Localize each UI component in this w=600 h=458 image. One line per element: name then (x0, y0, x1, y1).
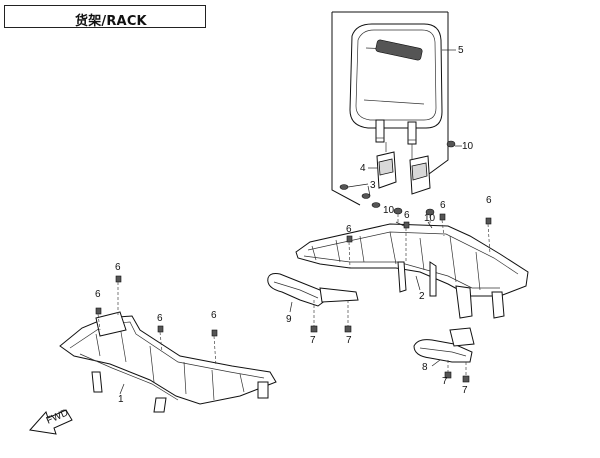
callout-6h: 6 (211, 310, 217, 321)
callout-7b: 7 (346, 335, 352, 346)
callout-6e: 6 (115, 262, 121, 273)
diagram-title: 货架/RACK (75, 14, 147, 29)
backrest-pad (349, 23, 443, 145)
front-rack-fasteners (95, 275, 218, 367)
callout-6a: 6 (404, 210, 410, 221)
front-rack (59, 311, 277, 413)
callout-5: 5 (458, 45, 464, 56)
callout-6c: 6 (486, 195, 492, 206)
callout-6g: 6 (157, 313, 163, 324)
callout-1: 1 (118, 394, 124, 405)
bolts-part-3 (339, 183, 381, 208)
callout-4: 4 (360, 163, 366, 174)
title-box: 货架/RACK (4, 5, 206, 29)
fwd-arrow: FWD (29, 407, 73, 435)
callout-7d: 7 (462, 385, 468, 396)
callout-10b: 10 (383, 205, 395, 216)
nuts-part-10 (393, 140, 456, 238)
callout-7c: 7 (442, 376, 448, 387)
callout-6f: 6 (95, 289, 101, 300)
callout-9: 9 (286, 314, 292, 325)
callout-3: 3 (370, 180, 376, 191)
backrest-logo (375, 39, 423, 61)
callout-10a: 10 (462, 141, 474, 152)
callout-7a: 7 (310, 335, 316, 346)
callout-10c: 10 (424, 213, 436, 224)
rear-rack (267, 223, 529, 363)
callout-numbers: 5 10 4 3 10 10 6 6 6 6 6 6 6 6 2 9 7 7 7… (95, 45, 492, 405)
callout-leaders (119, 49, 462, 395)
backrest-brackets (376, 142, 431, 195)
callout-6b: 6 (440, 200, 446, 211)
callout-2: 2 (419, 291, 425, 302)
callout-8: 8 (422, 362, 428, 373)
callout-6d: 6 (346, 224, 352, 235)
rear-rack-fasteners (310, 213, 492, 383)
